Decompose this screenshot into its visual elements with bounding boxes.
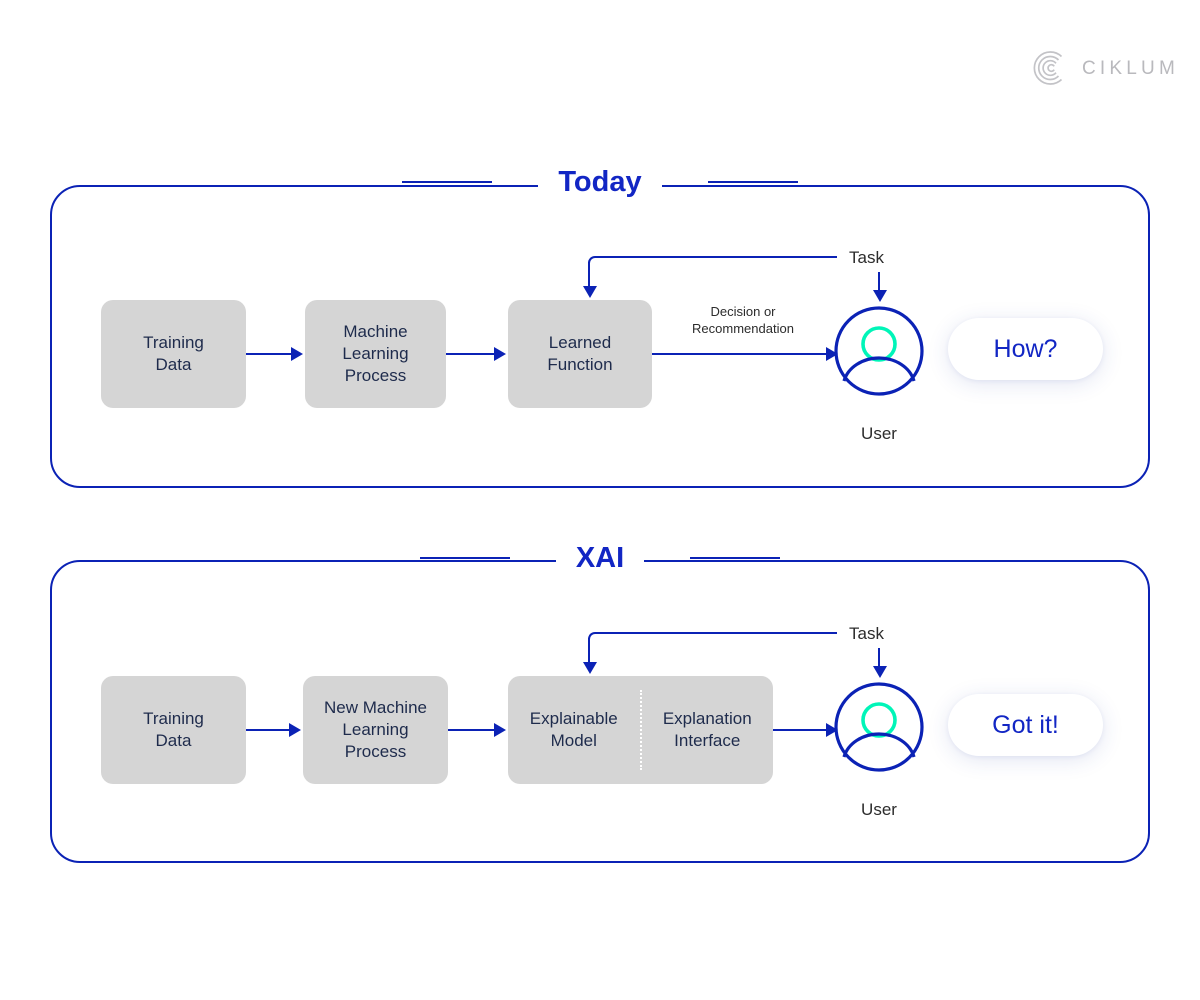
connector-newml-to-dualbox [448, 729, 496, 731]
box-training-data-xai: Training Data [101, 676, 246, 784]
edge-label-decision-today: Decision or Recommendation [673, 303, 813, 337]
dual-half-explanation-interface: Explanation Interface [642, 676, 774, 784]
task-label-xai: Task [849, 624, 884, 643]
box-line-2: Learning [342, 720, 409, 739]
ciklum-c-arcs-icon [1033, 51, 1063, 85]
box-line-3: Process [344, 366, 407, 385]
edge-label-line-2: Recommendation [692, 321, 794, 336]
arrowhead-task-xai [583, 662, 597, 674]
connector-ml-to-learned [446, 353, 496, 355]
speech-bubble-got-it: Got it! [948, 694, 1103, 756]
box-line-1: Machine [343, 322, 408, 341]
task-line-horizontal-xai [595, 632, 837, 634]
title-dash-right [690, 557, 781, 559]
dual-half-explainable-model: Explainable Model [508, 676, 640, 784]
box-line-2: Function [547, 355, 613, 374]
task-to-user-line-today [878, 272, 880, 292]
task-to-user-line-xai [878, 648, 880, 668]
user-avatar-icon-today [834, 306, 924, 396]
box-line-2: Model [550, 731, 597, 750]
box-line-2: Data [155, 355, 192, 374]
box-line-1: Learned [548, 333, 612, 352]
user-label-xai: User [861, 800, 897, 819]
user-label-today: User [861, 424, 897, 443]
title-dash-left [419, 557, 510, 559]
connector-dualbox-to-user [773, 729, 830, 731]
arrowhead-training-to-newml [289, 723, 301, 737]
box-machine-learning-process: Machine Learning Process [305, 300, 446, 408]
edge-label-line-1: Decision or [710, 304, 776, 319]
brand-name: CIKLUM [1082, 57, 1179, 79]
box-new-machine-learning-process: New Machine Learning Process [303, 676, 448, 784]
box-line-2: Data [155, 731, 192, 750]
connector-training-to-newml [246, 729, 291, 731]
arrowhead-training-to-ml [291, 347, 303, 361]
box-line-1: Training [143, 709, 204, 728]
task-line-vertical-xai [588, 638, 590, 664]
box-learned-function: Learned Function [508, 300, 652, 408]
arrowhead-task-to-user-xai [873, 666, 887, 678]
box-line-3: Process [344, 742, 407, 761]
task-line-horizontal-today [595, 256, 837, 258]
box-line-1: Training [143, 333, 204, 352]
brand-logo: CIKLUM [1028, 48, 1179, 88]
arrowhead-ml-to-learned [494, 347, 506, 361]
box-line-1: New Machine [324, 698, 427, 717]
speech-bubble-how: How? [948, 318, 1103, 380]
title-dash-left [402, 181, 493, 183]
title-dash-right [707, 181, 798, 183]
task-label-today: Task [849, 248, 884, 267]
box-line-2: Learning [342, 344, 409, 363]
user-avatar-icon-xai [834, 682, 924, 772]
arrowhead-task-today [583, 286, 597, 298]
task-line-vertical-today [588, 262, 590, 288]
box-line-2: Interface [674, 731, 741, 750]
box-line-1: Explainable [529, 709, 618, 728]
connector-learned-to-user [652, 353, 830, 355]
dual-box-divider [639, 690, 642, 770]
box-training-data-today: Training Data [101, 300, 246, 408]
box-line-1: Explanation [662, 709, 752, 728]
connector-training-to-ml [246, 353, 293, 355]
arrowhead-newml-to-dualbox [494, 723, 506, 737]
arrowhead-task-to-user-today [873, 290, 887, 302]
box-explainable-model-and-interface: Explainable Model Explanation Interface [508, 676, 773, 784]
